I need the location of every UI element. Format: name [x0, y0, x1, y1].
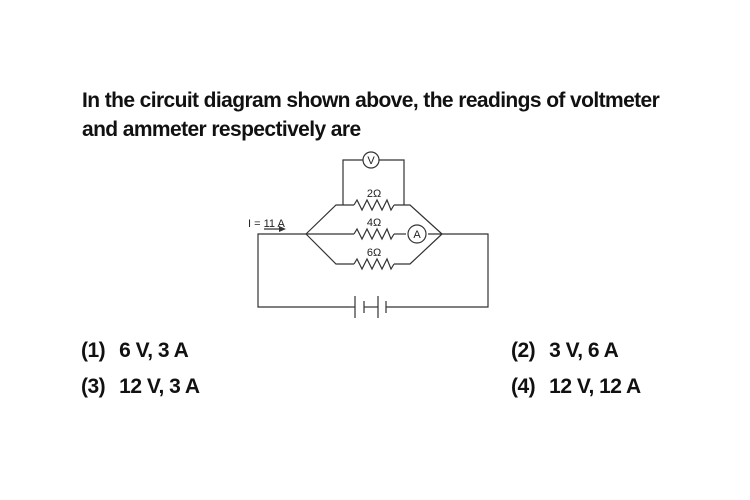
option-4-number: (4) [511, 375, 536, 398]
question-line-1: In the circuit diagram shown above, the … [82, 89, 660, 112]
voltmeter-symbol: V [367, 155, 375, 167]
voltmeter-circle [362, 151, 380, 169]
option-3-number: (3) [81, 375, 106, 398]
resistor-6-ohm-label: 6Ω [367, 247, 381, 259]
wire-right [404, 233, 489, 308]
current-arrow-icon [279, 226, 286, 232]
wire-voltmeter [342, 159, 405, 205]
option-4[interactable]: (4) 12 V, 12 A [511, 375, 641, 399]
option-1[interactable]: (1) 6 V, 3 A [81, 339, 189, 363]
ammeter-symbol: A [413, 229, 421, 241]
question-text: In the circuit diagram shown above, the … [82, 86, 682, 144]
option-1-text: 6 V, 3 A [119, 339, 189, 362]
option-2-text: 3 V, 6 A [549, 339, 619, 362]
option-1-number: (1) [81, 339, 106, 362]
resistor-2-ohm-label: 2Ω [367, 188, 381, 200]
current-label: I = 11 A [248, 218, 285, 230]
resistor-4-ohm [353, 227, 395, 241]
resistor-6-ohm [353, 257, 395, 271]
battery-symbol [350, 296, 404, 318]
question-line-2: and ammeter respectively are [82, 118, 361, 141]
wire-left [257, 233, 350, 308]
option-2[interactable]: (2) 3 V, 6 A [511, 339, 619, 363]
resistor-2-ohm [353, 198, 395, 212]
resistor-4-ohm-label: 4Ω [367, 217, 381, 229]
wire-junction-right [394, 204, 443, 265]
ammeter-circle [407, 224, 427, 244]
option-2-number: (2) [511, 339, 536, 362]
wire-junction-left [305, 204, 354, 265]
option-3[interactable]: (3) 12 V, 3 A [81, 375, 200, 399]
option-4-text: 12 V, 12 A [549, 375, 641, 398]
option-3-text: 12 V, 3 A [119, 375, 200, 398]
